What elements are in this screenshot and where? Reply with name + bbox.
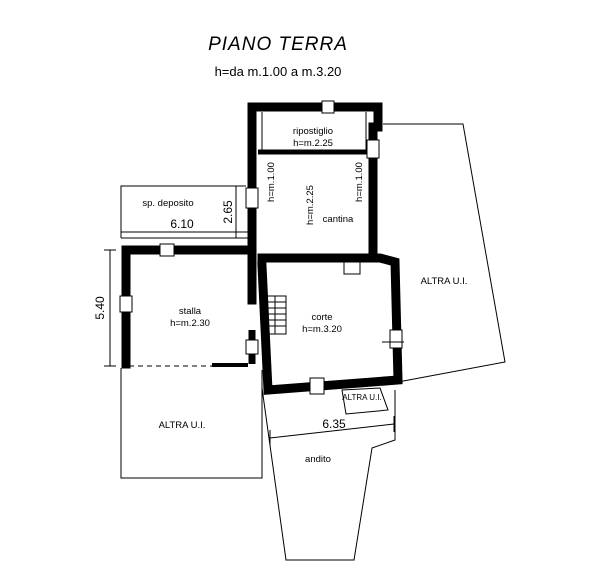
opening-top: [321, 100, 335, 114]
cantina-height-left: h=m.1.00: [266, 162, 277, 202]
opening-tower-right: [366, 139, 380, 159]
dim-265-label: 2.65: [221, 200, 235, 224]
dim-line-635: [269, 416, 395, 446]
opening-corte-right: [389, 329, 403, 349]
plan-title: PIANO TERRA: [208, 34, 348, 55]
dim-line-610: [120, 228, 248, 236]
deposito-outline: [120, 185, 246, 238]
stalla-label: stalla: [179, 306, 202, 317]
cantina-height-center: h=m.2.25: [305, 185, 316, 225]
altra-ui-small-label: ALTRA U.I.: [342, 393, 381, 402]
ripostiglio-label: ripostiglio: [293, 126, 333, 137]
opening-stalla-left: [119, 295, 133, 313]
corte-label: corte: [311, 312, 332, 323]
opening-corte-bottom: [309, 377, 325, 395]
stairs: [263, 295, 287, 335]
wall-corte: [257, 253, 403, 395]
andito-outline: [261, 387, 396, 561]
cantina-height-right: h=m.1.00: [354, 162, 365, 202]
opening-tower-left: [245, 187, 259, 209]
dim-line-540: [104, 249, 116, 367]
stalla-height: h=m.2.30: [170, 318, 210, 329]
andito-label: andito: [305, 454, 331, 465]
opening-stalla-top: [159, 243, 175, 257]
altra-ui-left-label: ALTRA U.I.: [159, 420, 206, 431]
deposito-label: sp. deposito: [142, 198, 193, 209]
dim-635-label: 6.35: [322, 417, 346, 431]
ripostiglio-height: h=m.2.25: [293, 138, 333, 149]
dim-610-label: 6.10: [170, 217, 194, 231]
altra-ui-left-outline: [120, 368, 263, 479]
plan-subtitle: h=da m.1.00 a m.3.20: [215, 64, 342, 79]
opening-corte-left: [245, 339, 259, 355]
altra-ui-right-outline: [383, 123, 506, 383]
altra-ui-small-outline: [341, 387, 389, 415]
altra-ui-right-label: ALTRA U.I.: [421, 276, 468, 287]
cantina-label: cantina: [323, 214, 354, 225]
step-corte: [343, 261, 361, 275]
corte-height: h=m.3.20: [302, 324, 342, 335]
dim-540-label: 5.40: [93, 296, 107, 320]
